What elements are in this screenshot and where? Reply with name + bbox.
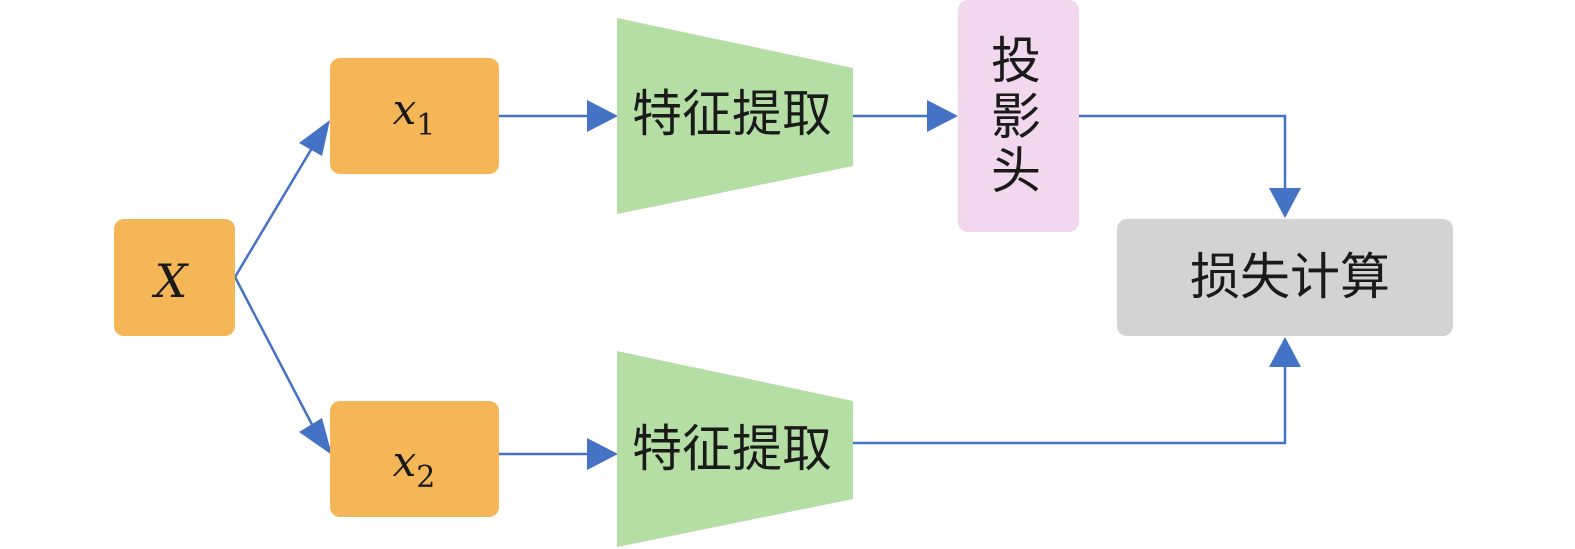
projection-line-1: 投 [991, 32, 1041, 90]
view1-label: x1 [393, 85, 436, 143]
arrowhead-encoder2 [587, 438, 618, 470]
loss-label: 损失计算 [1190, 248, 1390, 306]
node-input: X [114, 219, 235, 336]
node-projection: 投 影 头 [958, 0, 1079, 232]
projection-line-2: 影 [991, 88, 1041, 146]
encoder1-label: 特征提取 [632, 85, 832, 143]
encoder2-label: 特征提取 [632, 420, 832, 478]
node-view2: x2 [330, 401, 499, 517]
input-label: X [152, 254, 190, 308]
edge-projection-to-loss [1079, 114, 1287, 192]
edge-input-to-x2 [233, 276, 320, 437]
arrowhead-projection [927, 100, 958, 132]
arrowhead-encoder1 [587, 100, 618, 132]
edges [233, 100, 1301, 470]
arrowhead-loss-top [1269, 188, 1301, 218]
arrowhead-x1 [299, 120, 330, 156]
node-loss: 损失计算 [1117, 219, 1453, 336]
view1-sub: 1 [416, 108, 435, 143]
node-encoder2: 特征提取 [617, 351, 853, 547]
node-view1: x1 [330, 58, 499, 174]
view2-sub: 2 [416, 460, 435, 495]
edge-input-to-x1 [233, 137, 320, 278]
edge-encoder2-to-loss [852, 364, 1287, 445]
view1-var: x [393, 85, 417, 134]
view2-label: x2 [393, 437, 436, 495]
arrowhead-loss-bottom [1269, 337, 1301, 367]
node-encoder1: 特征提取 [617, 18, 853, 214]
arrowhead-x2 [299, 418, 332, 455]
projection-line-3: 头 [991, 142, 1041, 200]
view2-var: x [393, 437, 417, 486]
